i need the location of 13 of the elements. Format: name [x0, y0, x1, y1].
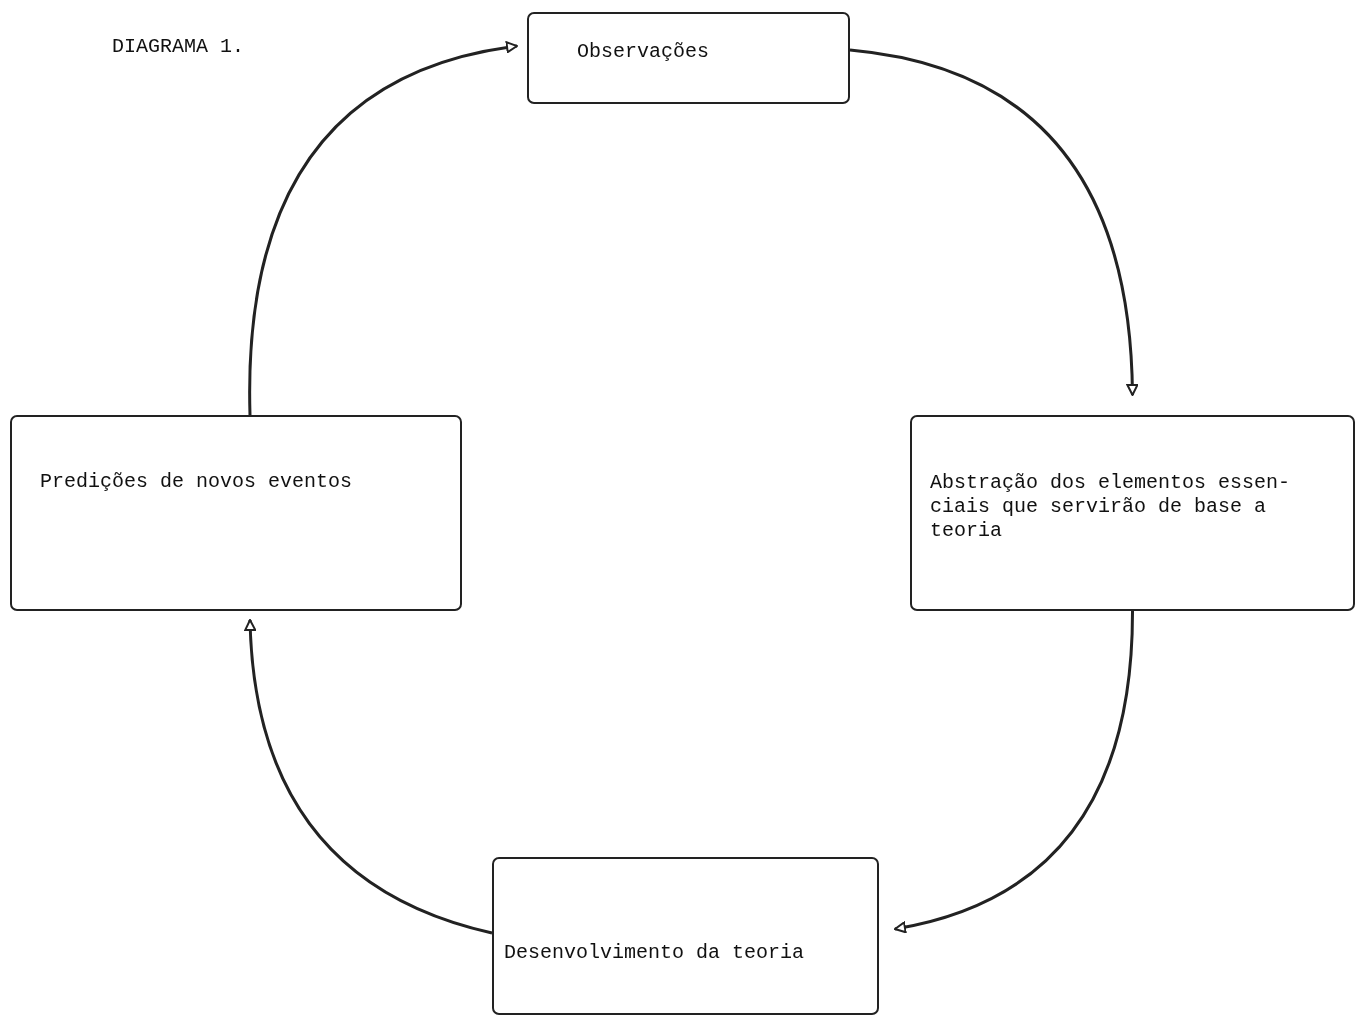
curved-arrow	[244, 619, 493, 935]
box-text: Predições de novos eventos	[40, 470, 354, 494]
curved-arrow	[894, 610, 1134, 933]
process-box	[492, 857, 879, 1015]
process-box	[910, 415, 1355, 611]
process-box	[527, 12, 850, 104]
curved-arrow	[248, 41, 518, 415]
diagram-title: DIAGRAMA 1.	[112, 35, 245, 58]
curved-arrow	[849, 48, 1139, 396]
process-box	[10, 415, 462, 611]
box-text: Abstração dos elementos essen-ciais que servirão de base a teoria	[930, 471, 1292, 543]
box-text: Observações	[577, 40, 711, 64]
box-text: Desenvolvimento da teoria	[504, 941, 806, 965]
